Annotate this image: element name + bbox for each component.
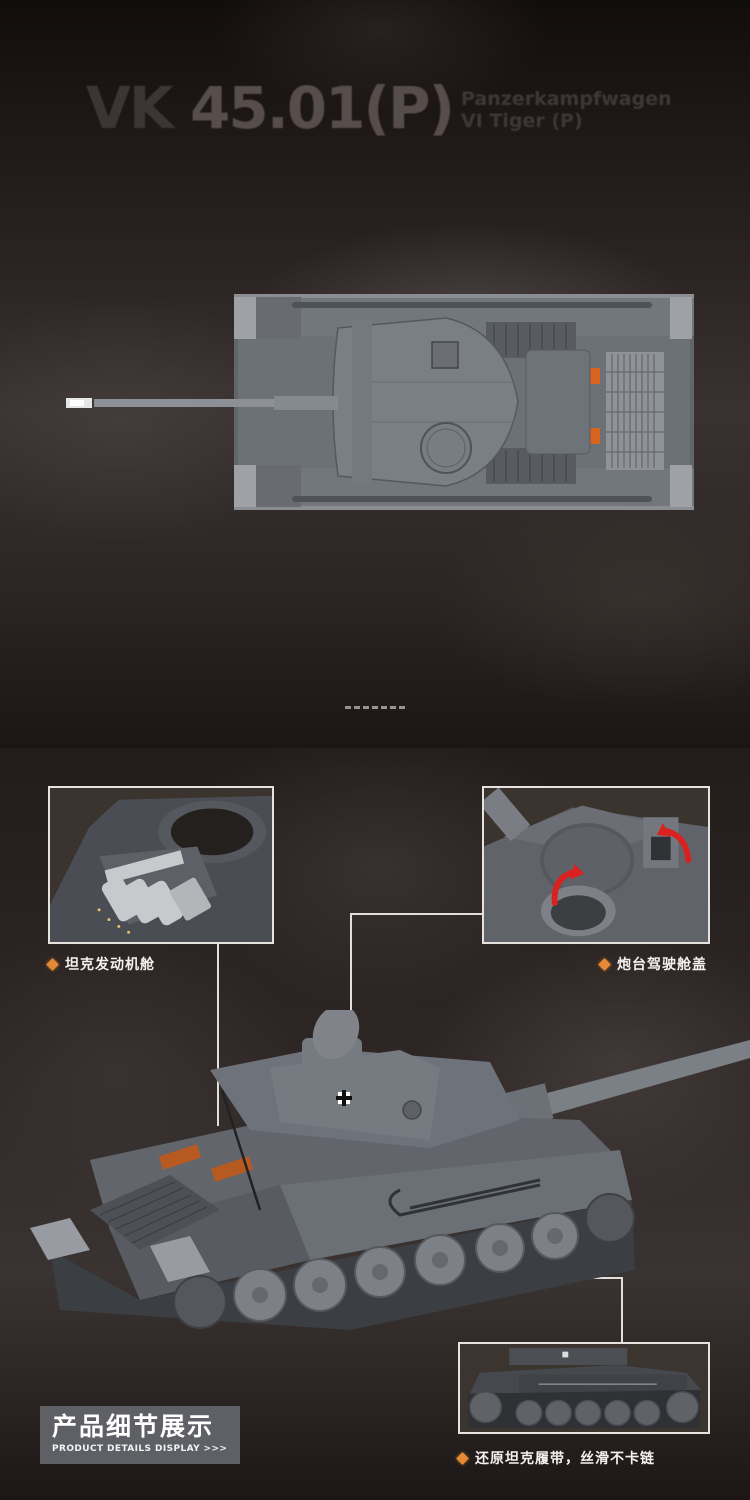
diamond-bullet-icon [46,957,59,971]
turret-hatch-image [482,786,710,944]
tracks-connector-line-v [621,1277,623,1343]
engine-compartment-image [48,786,274,944]
turret-hatch-label: 炮台驾驶舱盖 [598,954,707,974]
section-divider [345,706,405,709]
tank-tracks-label: 还原坦克履带，丝滑不卡链 [456,1448,655,1468]
product-details-badge: 产品细节展示 PRODUCT DETAILS DISPLAY >>> [40,1406,240,1464]
badge-title: 产品细节展示 [52,1412,215,1441]
diamond-bullet-icon [456,1451,469,1465]
hatch-connector-line-h [350,913,482,915]
subtitle-line-1: Panzerkampfwagen [461,88,672,110]
tank-main-image [30,1010,750,1330]
diamond-bullet-icon [598,957,611,971]
hatch-connector-line-v [350,913,352,1043]
top-view-section: VK 45.01(P) Panzerkampfwagen VI Tiger (P… [0,0,750,748]
engine-compartment-label: 坦克发动机舱 [46,954,155,974]
engine-connector-line [217,944,219,1126]
model-title: VK 45.01(P) Panzerkampfwagen VI Tiger (P… [86,72,672,144]
tank-top-view-image [66,294,694,510]
badge-subtitle: PRODUCT DETAILS DISPLAY >>> [52,1444,228,1454]
model-code: VK 45.01(P) [86,74,455,142]
model-subtitle: Panzerkampfwagen VI Tiger (P) [461,88,672,132]
tank-tracks-image [458,1342,710,1434]
subtitle-line-2: VI Tiger (P) [461,110,583,132]
